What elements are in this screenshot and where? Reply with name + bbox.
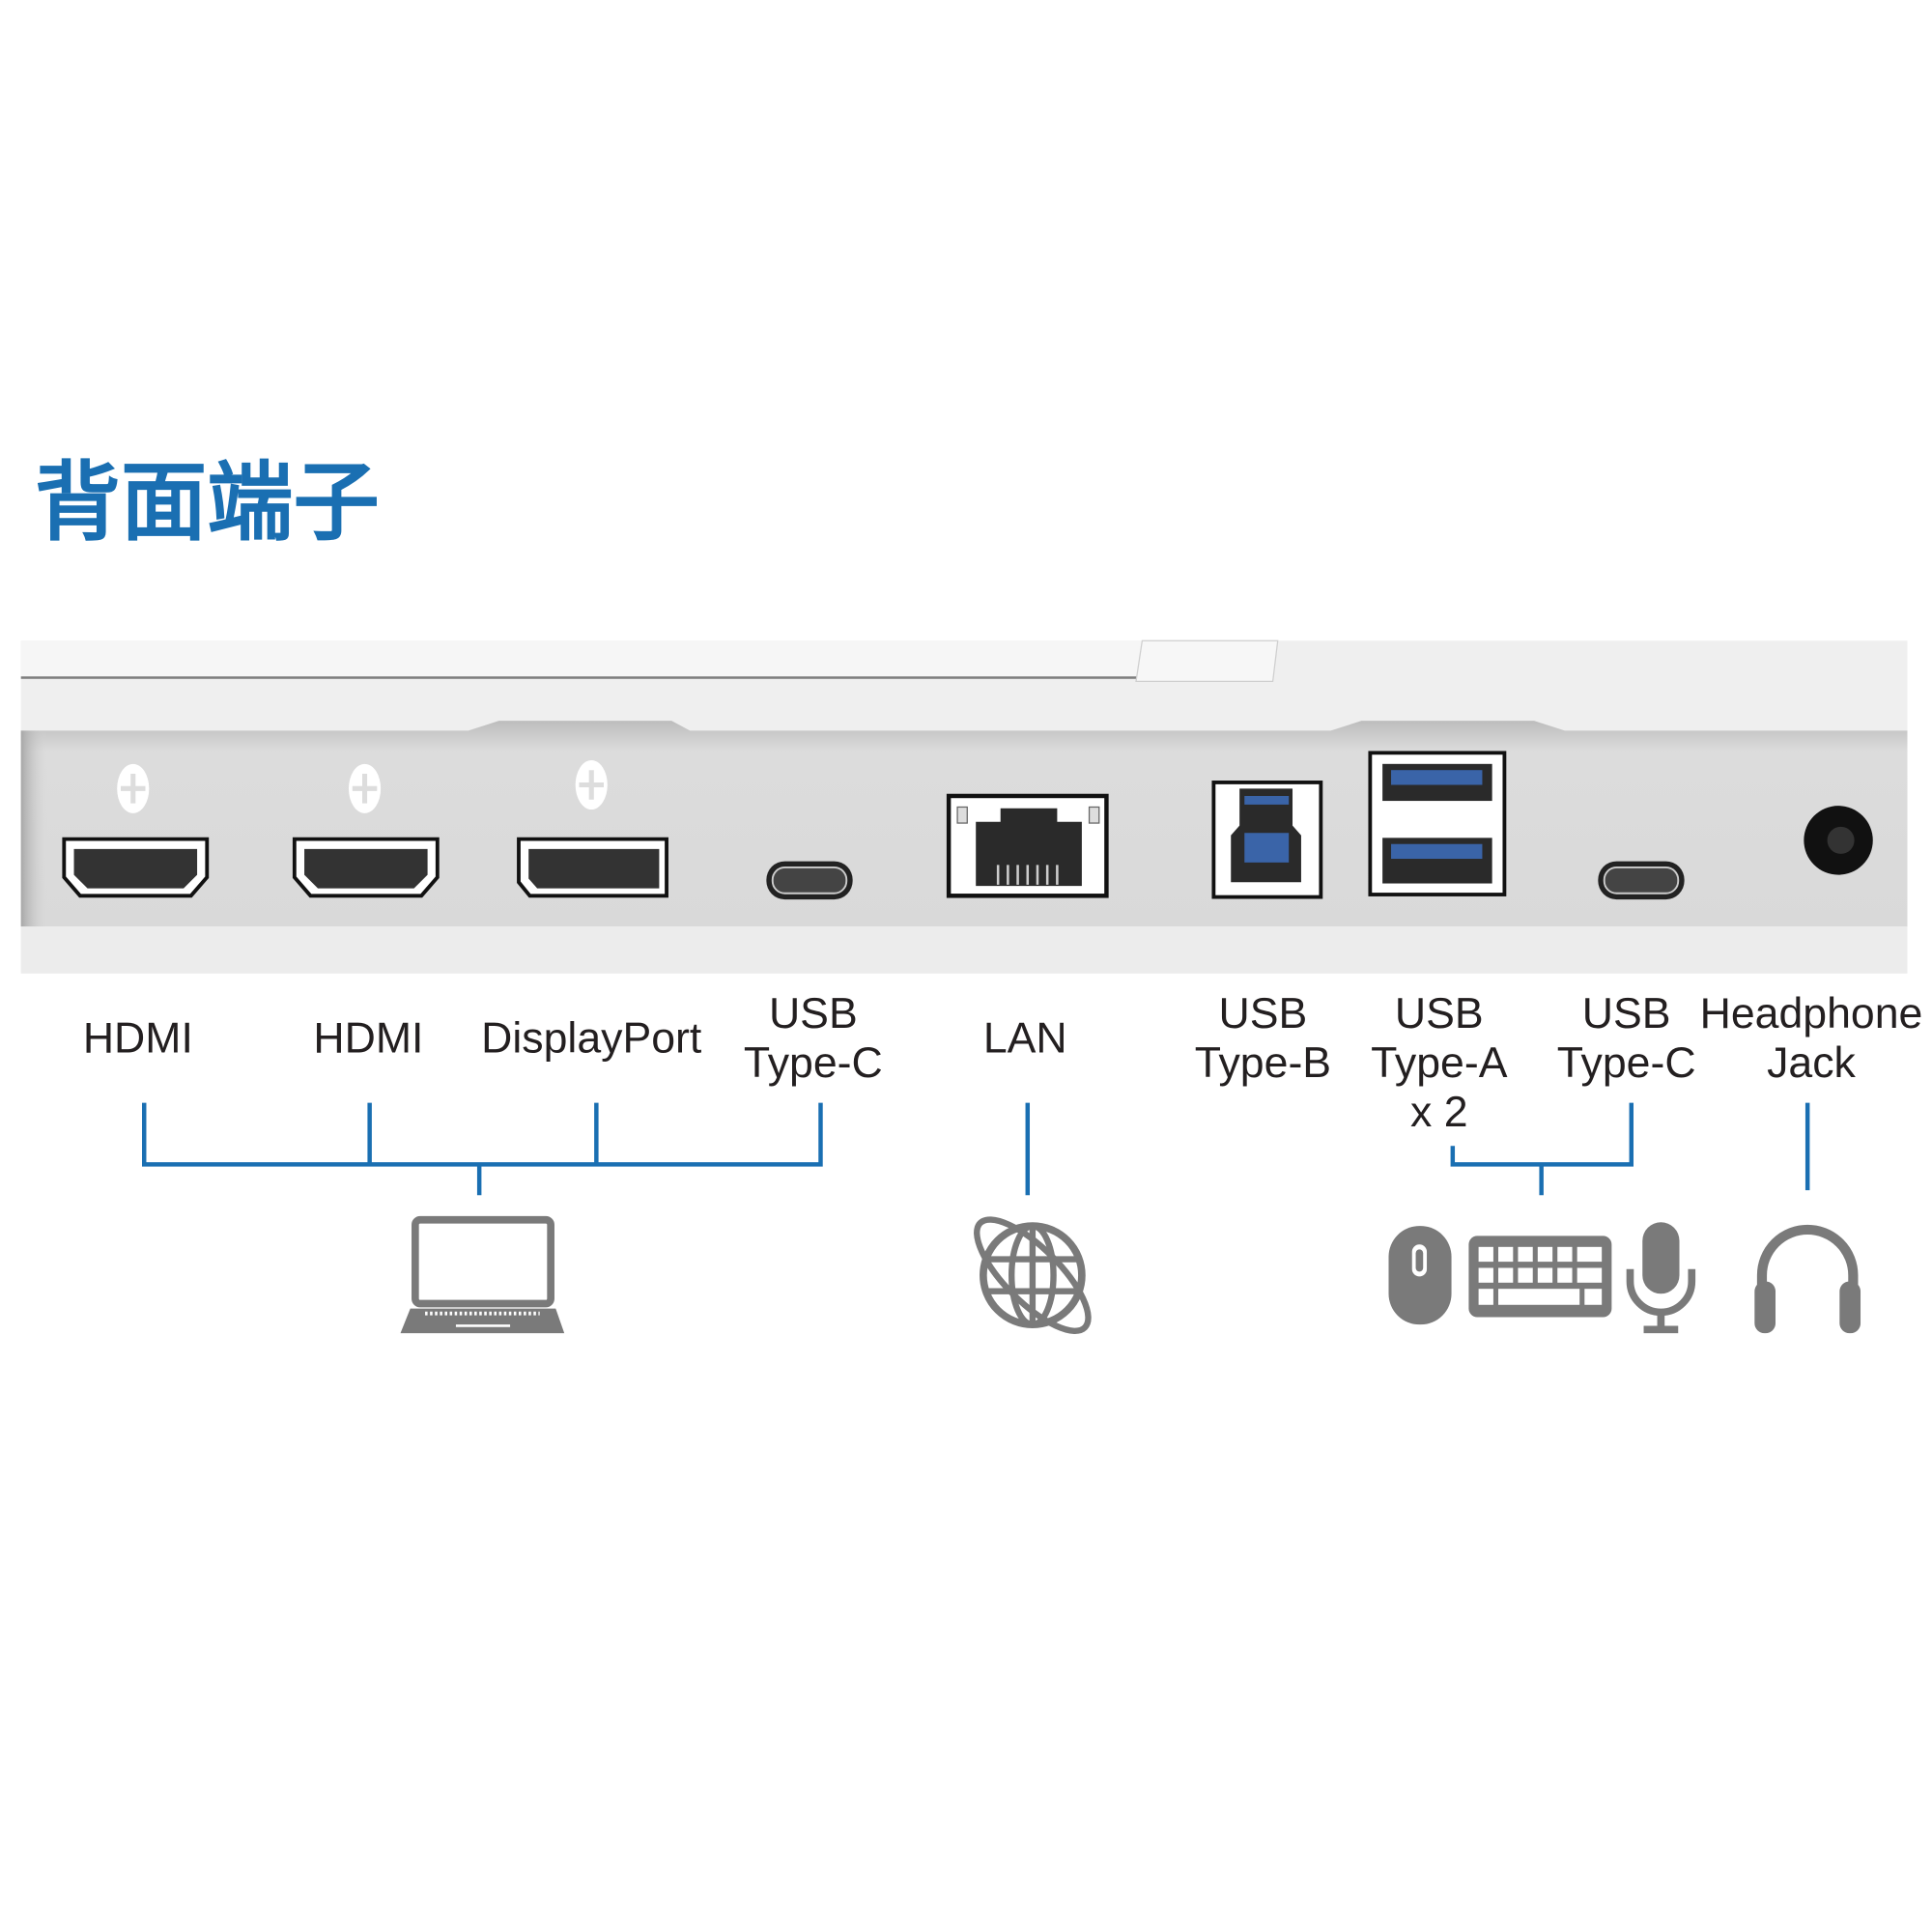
label-usb-a-line3: x 2 [1410,1089,1468,1136]
label-headphone-line2: Jack [1767,1039,1856,1087]
screw-icon [117,763,150,813]
lan-port [946,793,1109,898]
label-usb-c-2-line2: Type-C [1557,1039,1696,1087]
hdmi-port-1 [62,837,210,898]
displayport-port [517,837,668,898]
port-labels: HDMI HDMI DisplayPort USB Type-C LAN USB… [83,990,1923,1136]
label-usb-a-line2: Type-A [1371,1039,1508,1087]
label-usb-a: USB [1395,990,1484,1037]
microphone-icon [1626,1222,1696,1334]
label-usb-c-1-line2: Type-C [744,1039,883,1087]
connector-lines [142,1102,1810,1196]
screw-icon [575,759,608,810]
usb-a-ports [1368,751,1507,896]
laptop-icon [400,1215,565,1334]
page-title: 背面端子 [35,453,380,554]
globe-icon [974,1216,1092,1334]
usb-c-port-2 [1598,861,1685,900]
usb-c-port-1 [766,861,853,900]
label-lan: LAN [983,1014,1067,1062]
headphones-icon [1754,1224,1861,1334]
label-headphone: Headphone [1700,990,1923,1037]
label-usb-b: USB [1219,990,1308,1037]
label-usb-c-1: USB [769,990,858,1037]
headphone-jack-port [1804,806,1873,875]
label-hdmi-2: HDMI [313,1014,423,1062]
screw-icon [348,763,382,813]
keyboard-icon [1468,1236,1612,1318]
hdmi-port-2 [292,837,440,898]
mouse-icon [1388,1226,1452,1325]
label-usb-c-2: USB [1582,990,1671,1037]
label-usb-b-line2: Type-B [1195,1039,1331,1087]
screw-icons [117,759,608,813]
usb-b-port [1211,781,1323,899]
label-hdmi-1: HDMI [83,1014,193,1062]
label-displayport: DisplayPort [481,1014,702,1062]
